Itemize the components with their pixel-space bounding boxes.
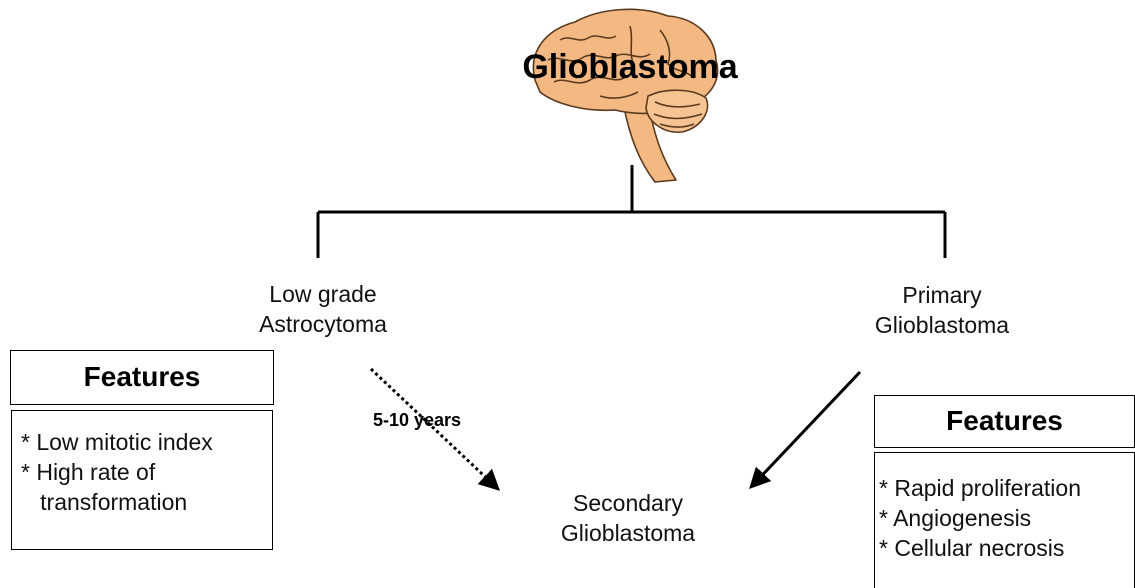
features-right-header: Features <box>874 395 1135 448</box>
transition-duration-label: 5-10 years <box>352 410 482 431</box>
node-secondary-line-2: Glioblastoma <box>523 518 733 548</box>
features-left-item: * Low mitotic index <box>21 427 272 457</box>
features-left-item: transformation <box>21 487 272 517</box>
features-right-list: * Rapid proliferation * Angiogenesis * C… <box>874 452 1135 588</box>
transition-arrow-solid <box>752 372 860 486</box>
node-low-grade-line-2: Astrocytoma <box>223 309 423 339</box>
features-right-item: * Angiogenesis <box>879 503 1134 533</box>
diagram-title: Glioblastoma <box>470 45 790 89</box>
features-left-item: * High rate of <box>21 457 272 487</box>
node-primary-glioblastoma: Primary Glioblastoma <box>837 280 1047 340</box>
tree-connectors <box>318 165 945 258</box>
node-primary-line-2: Glioblastoma <box>837 310 1047 340</box>
node-secondary-line-1: Secondary <box>523 488 733 518</box>
features-right-item: * Cellular necrosis <box>879 533 1134 563</box>
node-low-grade-line-1: Low grade <box>223 279 423 309</box>
brain-icon <box>533 9 717 182</box>
node-secondary-glioblastoma: Secondary Glioblastoma <box>523 488 733 548</box>
node-primary-line-1: Primary <box>837 280 1047 310</box>
features-left-header: Features <box>10 350 274 405</box>
features-left-list: * Low mitotic index * High rate of trans… <box>11 410 273 550</box>
node-low-grade-astrocytoma: Low grade Astrocytoma <box>223 279 423 339</box>
features-right-item: * Rapid proliferation <box>879 473 1134 503</box>
